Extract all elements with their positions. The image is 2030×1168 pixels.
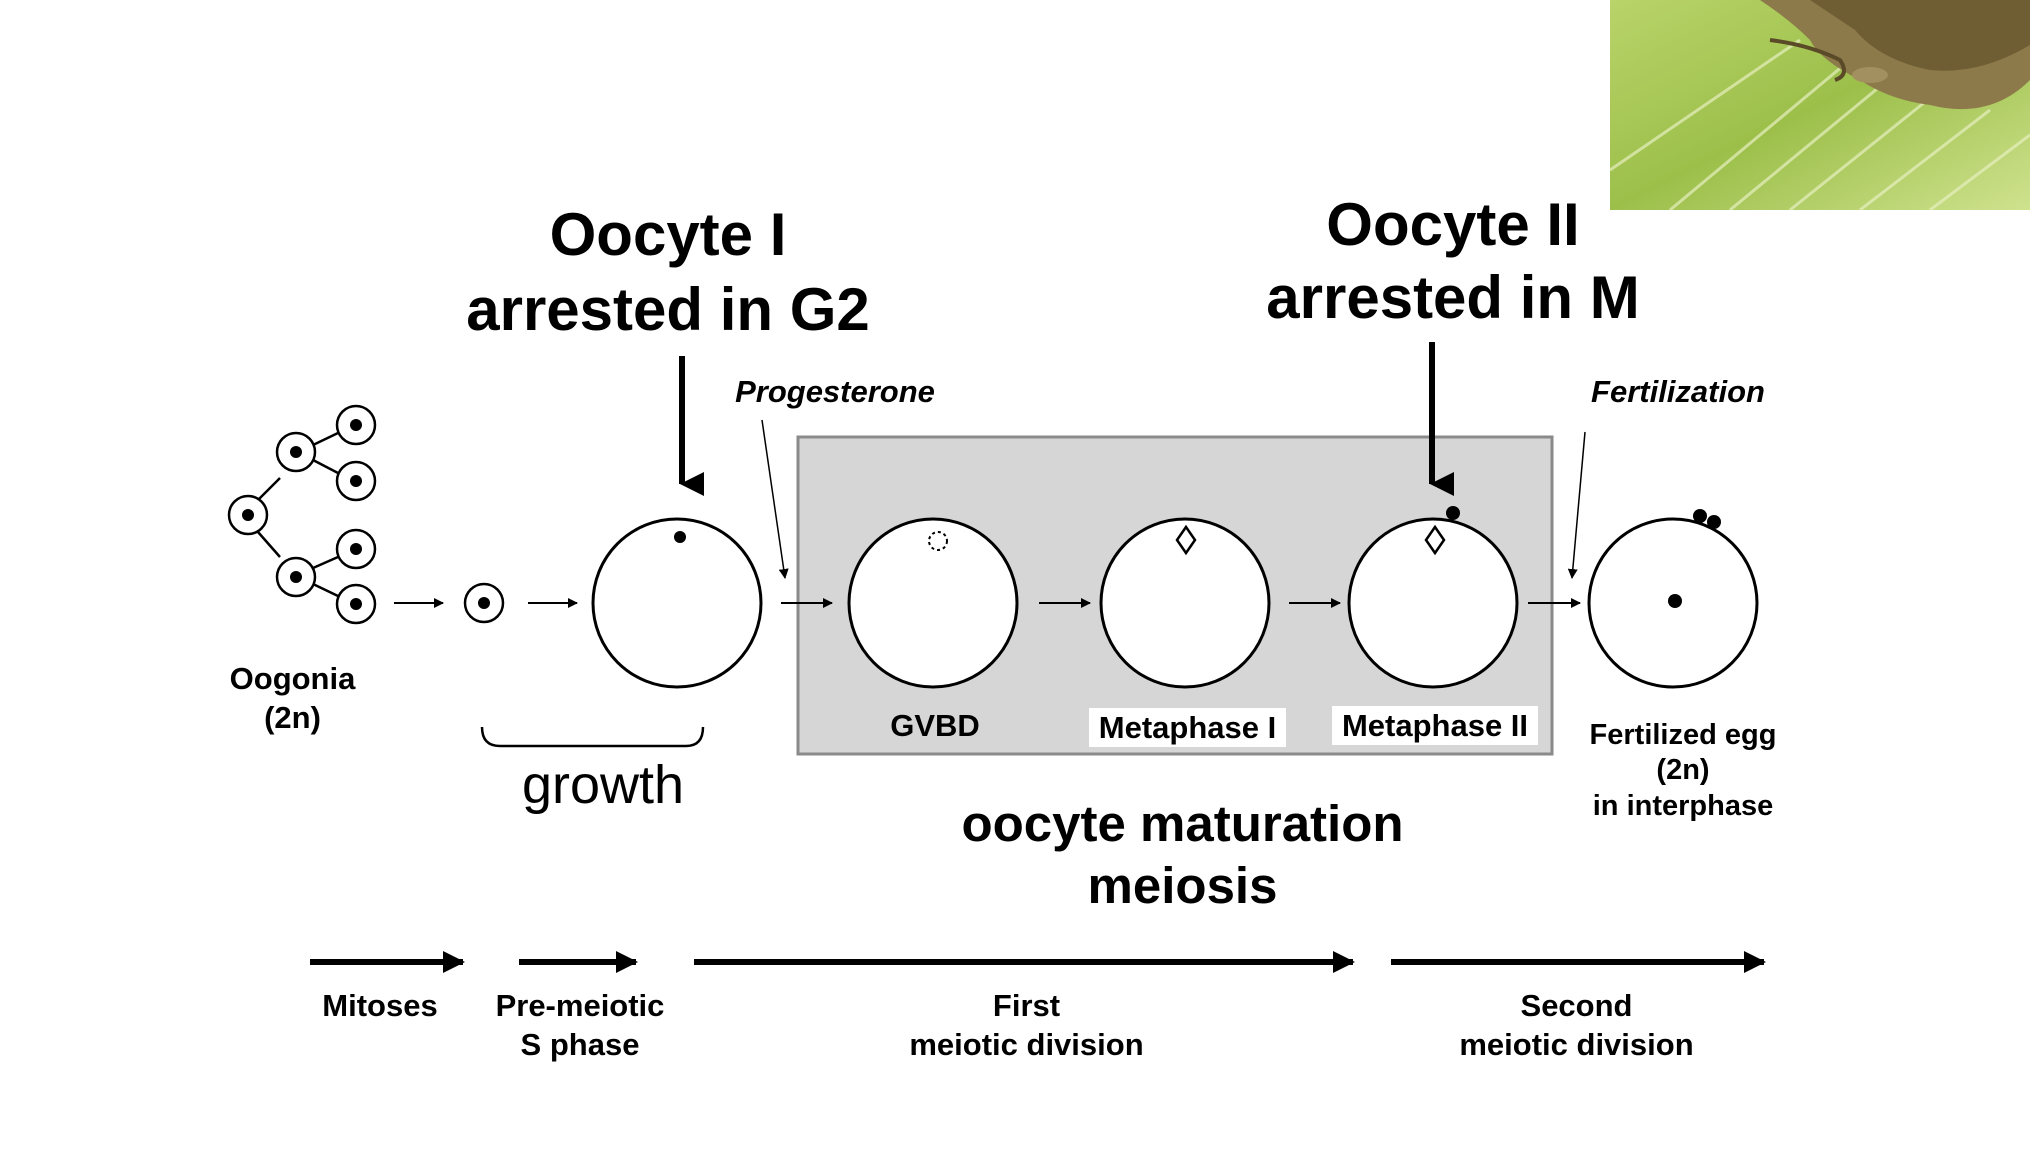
metaphase-1-cell [1099,517,1271,689]
oogonia-label-line1: Oogonia [229,661,356,696]
metaphase-1-label: Metaphase I [1070,708,1305,747]
gvbd-dissolving-nucleus [928,531,948,551]
metaphase-2-polar-body [1446,506,1460,520]
fertilization-label: Fertilization [1591,374,1765,409]
oocyte-1-nucleus [674,531,686,543]
maturation-label-line2: meiosis [1087,857,1278,915]
phase-premeiotic-line1: Pre-meiotic [495,988,665,1023]
large-cells [591,517,1759,689]
metaphase-1-spindle [1175,524,1197,556]
metaphase-2-cell [1347,517,1519,689]
metaphase-2-spindle [1424,524,1446,556]
growth-label: growth [521,755,685,815]
maturation-label: oocyte maturation meiosis [900,793,1465,917]
oocyte-2-subtitle: arrested in M [1228,268,1678,328]
oocyte-1-subtitle: arrested in G2 [443,280,893,340]
fertilized-egg-label: Fertilized egg (2n) in interphase [1568,718,1798,824]
fertilized-egg-nucleus [1668,594,1682,608]
growth-brace [480,726,705,748]
oocyte-1-title-line1: Oocyte I [549,201,787,268]
fertilized-egg-line2: (2n) [1656,754,1710,787]
phase-second-line1: Second [1520,988,1633,1023]
phase-first-label: First meiotic division [870,987,1183,1065]
fertilized-egg-line3: in interphase [1592,789,1774,822]
phase-first-line2: meiotic division [909,1026,1144,1062]
oocyte-1-cell [591,517,763,689]
oocyte-2-title-line1: Oocyte II [1326,191,1580,258]
metaphase-1-label-text: Metaphase I [1088,708,1287,747]
metaphase-2-label-text: Metaphase II [1331,706,1539,745]
oogonia-label: Oogonia (2n) [200,660,385,738]
oocyte-2-title-line2: arrested in M [1266,264,1640,331]
phase-second-label: Second meiotic division [1420,987,1733,1065]
fertilization-arrow [1567,431,1586,579]
premeiotic-cell-nucleus [478,597,490,609]
oogonia-label-line2: (2n) [264,699,321,735]
fertilized-polar-body-1 [1693,509,1707,523]
frog-on-leaf-photo [1610,0,2030,210]
phase-premeiotic-label: Pre-meiotic S phase [470,987,690,1065]
fertilized-egg-line1: Fertilized egg [1589,719,1777,751]
oogonia-nuclei [242,419,362,610]
progesterone-arrow [761,419,789,579]
phase-premeiotic-line2: S phase [520,1026,640,1062]
fertilized-polar-body-2 [1707,515,1721,529]
gvbd-label: GVBD [890,708,980,743]
oocyte-1-title-line2: arrested in G2 [466,276,870,343]
metaphase-2-label: Metaphase II [1320,706,1550,745]
gvbd-cell [847,517,1019,689]
maturation-label-line1: oocyte maturation [961,795,1404,852]
oocyte-1-title: Oocyte I [443,205,893,265]
oocyte-2-title: Oocyte II [1228,195,1678,255]
phase-first-line1: First [992,988,1061,1023]
progesterone-label: Progesterone [735,374,935,409]
phase-mitoses-label: Mitoses [322,988,438,1023]
phase-second-line2: meiotic division [1459,1026,1694,1062]
